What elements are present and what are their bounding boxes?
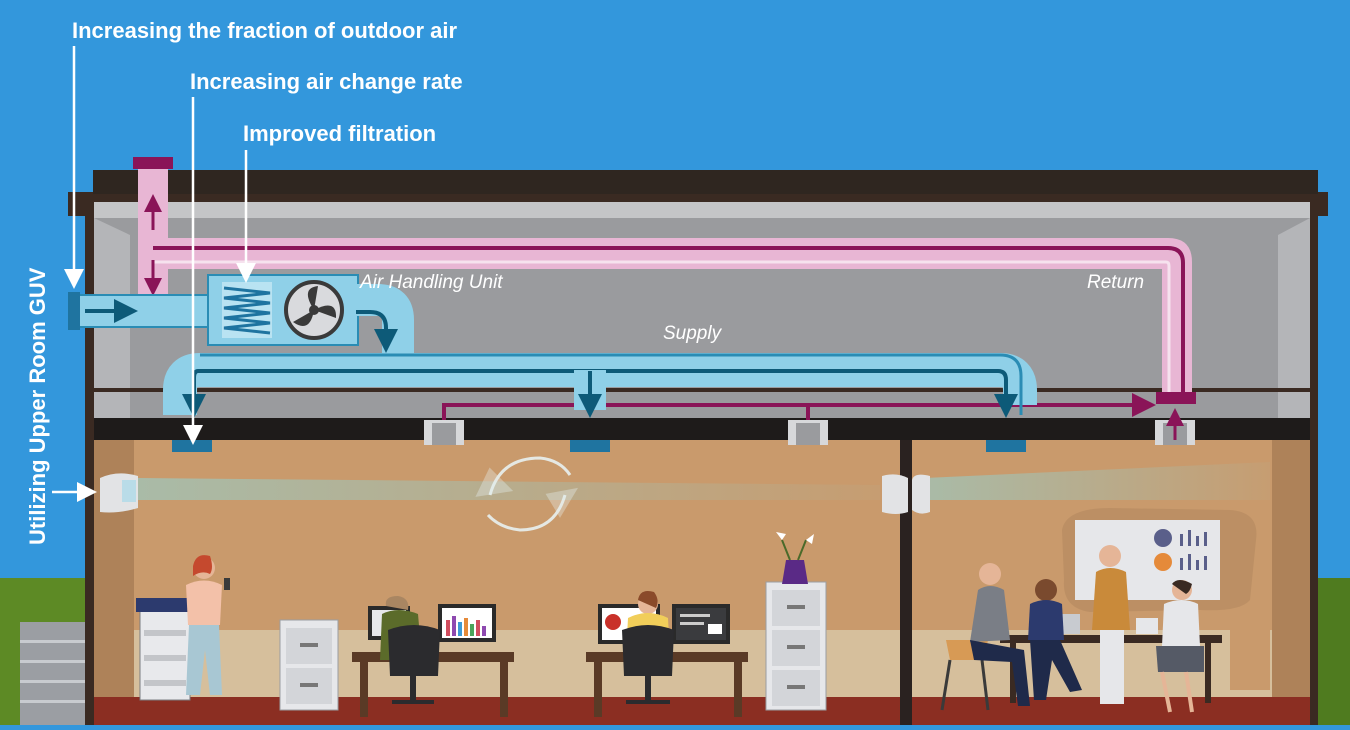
label-air-handling-unit: Air Handling Unit xyxy=(360,272,503,293)
file-cabinet-2 xyxy=(765,581,827,711)
guv-fixture-icon xyxy=(100,473,930,514)
ceiling-diffusers xyxy=(424,408,1195,445)
office-chair-icon xyxy=(388,625,440,676)
callout-pointers xyxy=(52,46,256,502)
person-icon xyxy=(186,555,230,695)
desk xyxy=(352,596,514,717)
file-cabinet-icon xyxy=(279,619,339,711)
guv-beam xyxy=(138,478,880,500)
filter-icon xyxy=(222,282,272,338)
return-duct xyxy=(133,157,1196,404)
entry-steps xyxy=(20,622,88,725)
callout-air-change-rate: Increasing air change rate xyxy=(190,69,463,94)
ceiling-slab xyxy=(94,418,1310,440)
person-icon-group xyxy=(940,545,1204,713)
callout-outdoor-air: Increasing the fraction of outdoor air xyxy=(72,18,458,43)
label-return: Return xyxy=(1087,272,1145,293)
floor xyxy=(94,697,1310,725)
flower-vase-icon xyxy=(776,532,814,584)
label-supply: Supply xyxy=(663,323,722,344)
callout-filtration: Improved filtration xyxy=(243,121,437,146)
whiteboard-icon xyxy=(1062,508,1257,612)
printer-icon xyxy=(136,598,194,701)
desk-2 xyxy=(586,591,748,717)
fan-icon xyxy=(284,280,344,340)
recirculation-icon xyxy=(475,456,578,532)
callout-upper-room-guv: Utilizing Upper Room GUV xyxy=(25,267,50,545)
